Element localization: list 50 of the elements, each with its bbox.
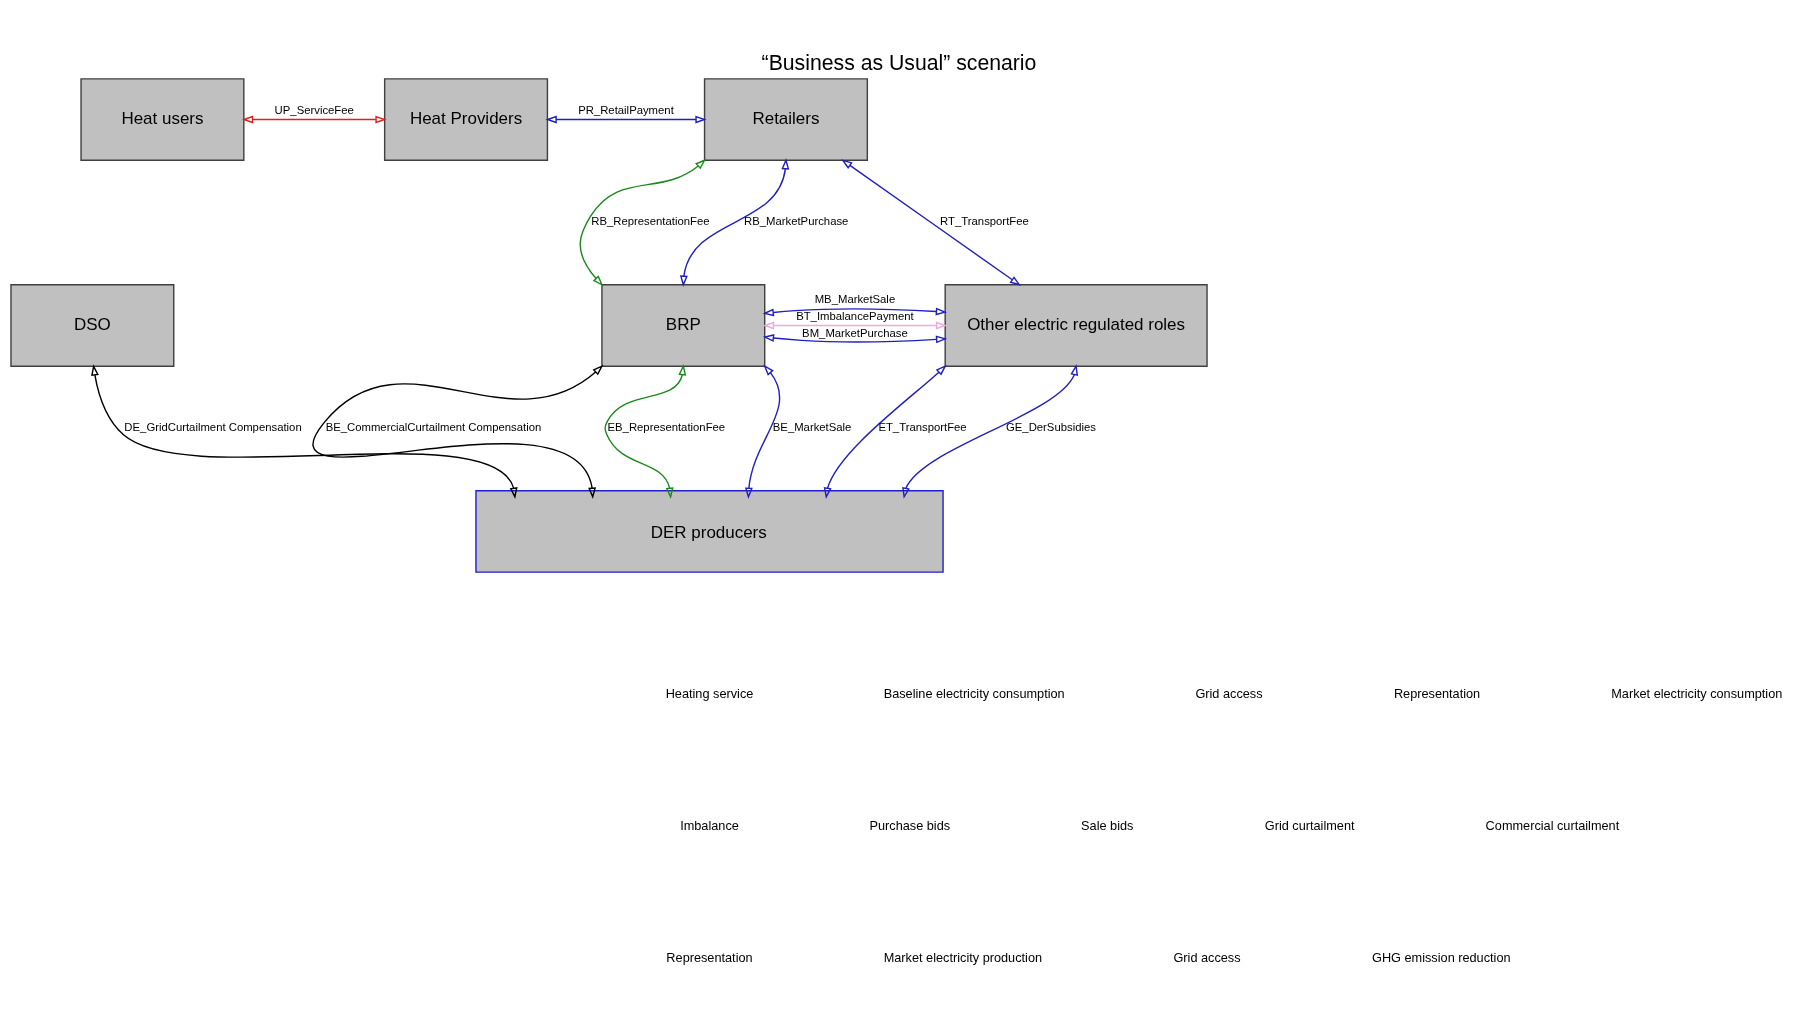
arrow [545,115,707,124]
edge-label: BT_ImbalancePayment [796,309,914,322]
node-box: Other electric regulated roles [944,284,1208,367]
edge-label: BE_MarketSale [772,421,852,434]
arrow [241,115,387,124]
arrow [762,321,948,330]
node-box: Retailers [703,78,869,161]
edge-label: ET_TransportFee [878,421,967,434]
edge-label: RB_MarketPurchase [744,215,849,228]
edge-label: RB_RepresentationFee [591,215,710,228]
edge-label: DE_GridCurtailment Compensation [124,421,302,434]
arrow [579,158,707,287]
label: Grid curtailment [1264,818,1355,834]
node-box: Heat users [80,78,245,161]
arrow [823,364,947,499]
edge-label: BE_CommercialCurtailment Compensation [325,421,542,434]
node-box: BRP [601,284,766,367]
edge-label: PR_RetailPayment [578,103,674,116]
arrow [744,364,781,499]
arrow [762,307,948,317]
arrow [841,159,1021,286]
edge-label: BM_MarketPurchase [802,326,908,339]
label: Market electricity production [883,950,1043,966]
edge-label: EB_RepresentationFee [607,421,726,434]
arrow [91,364,518,499]
arrow [604,364,687,499]
label: Grid access [1173,950,1241,966]
label: Market electricity consumption [1611,685,1783,701]
arrow [762,334,948,344]
label: Representation [1393,685,1481,701]
label: Grid access [1195,685,1263,701]
node-box: Heat Providers [383,78,549,161]
arrow [902,364,1079,499]
label: Baseline electricity consumption [883,685,1065,701]
label: Heating service [665,685,754,701]
label: Sale bids [1081,818,1134,834]
edge-label: UP_ServiceFee [274,103,354,116]
node-box: DER producers [475,490,944,573]
edge-label: RT_TransportFee [940,215,1029,228]
edge-label: GE_DerSubsidies [1006,421,1096,434]
label: Purchase bids [869,818,951,834]
arrow [312,364,604,499]
label: GHG emission reduction [1372,950,1511,966]
node-box: DSO [10,284,175,367]
arrow [679,158,790,287]
diagram-title: “Business as Usual” scenario [761,50,1037,74]
edge-label: MB_MarketSale [814,292,896,305]
label: Representation [666,950,753,966]
label: Imbalance [680,818,739,834]
label: Commercial curtailment [1485,818,1620,834]
